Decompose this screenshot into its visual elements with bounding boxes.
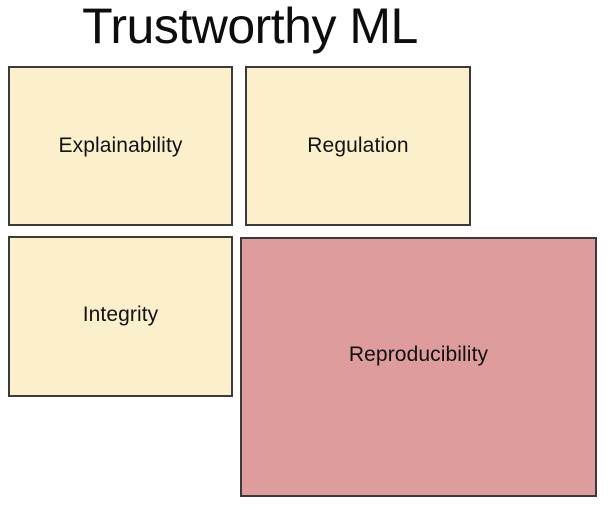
concept-box-label: Explainability <box>58 134 183 157</box>
concept-box-reproducibility[interactable]: Reproducibility <box>240 237 597 497</box>
concept-box-integrity[interactable]: Integrity <box>8 236 233 397</box>
concept-box-label: Regulation <box>307 134 409 157</box>
page-title: Trustworthy ML <box>82 0 418 54</box>
concept-box-label: Reproducibility <box>348 343 489 366</box>
concept-box-label: Integrity <box>82 302 159 326</box>
concept-box-regulation[interactable]: Regulation <box>245 66 471 226</box>
concept-box-explainability[interactable]: Explainability <box>8 66 233 226</box>
